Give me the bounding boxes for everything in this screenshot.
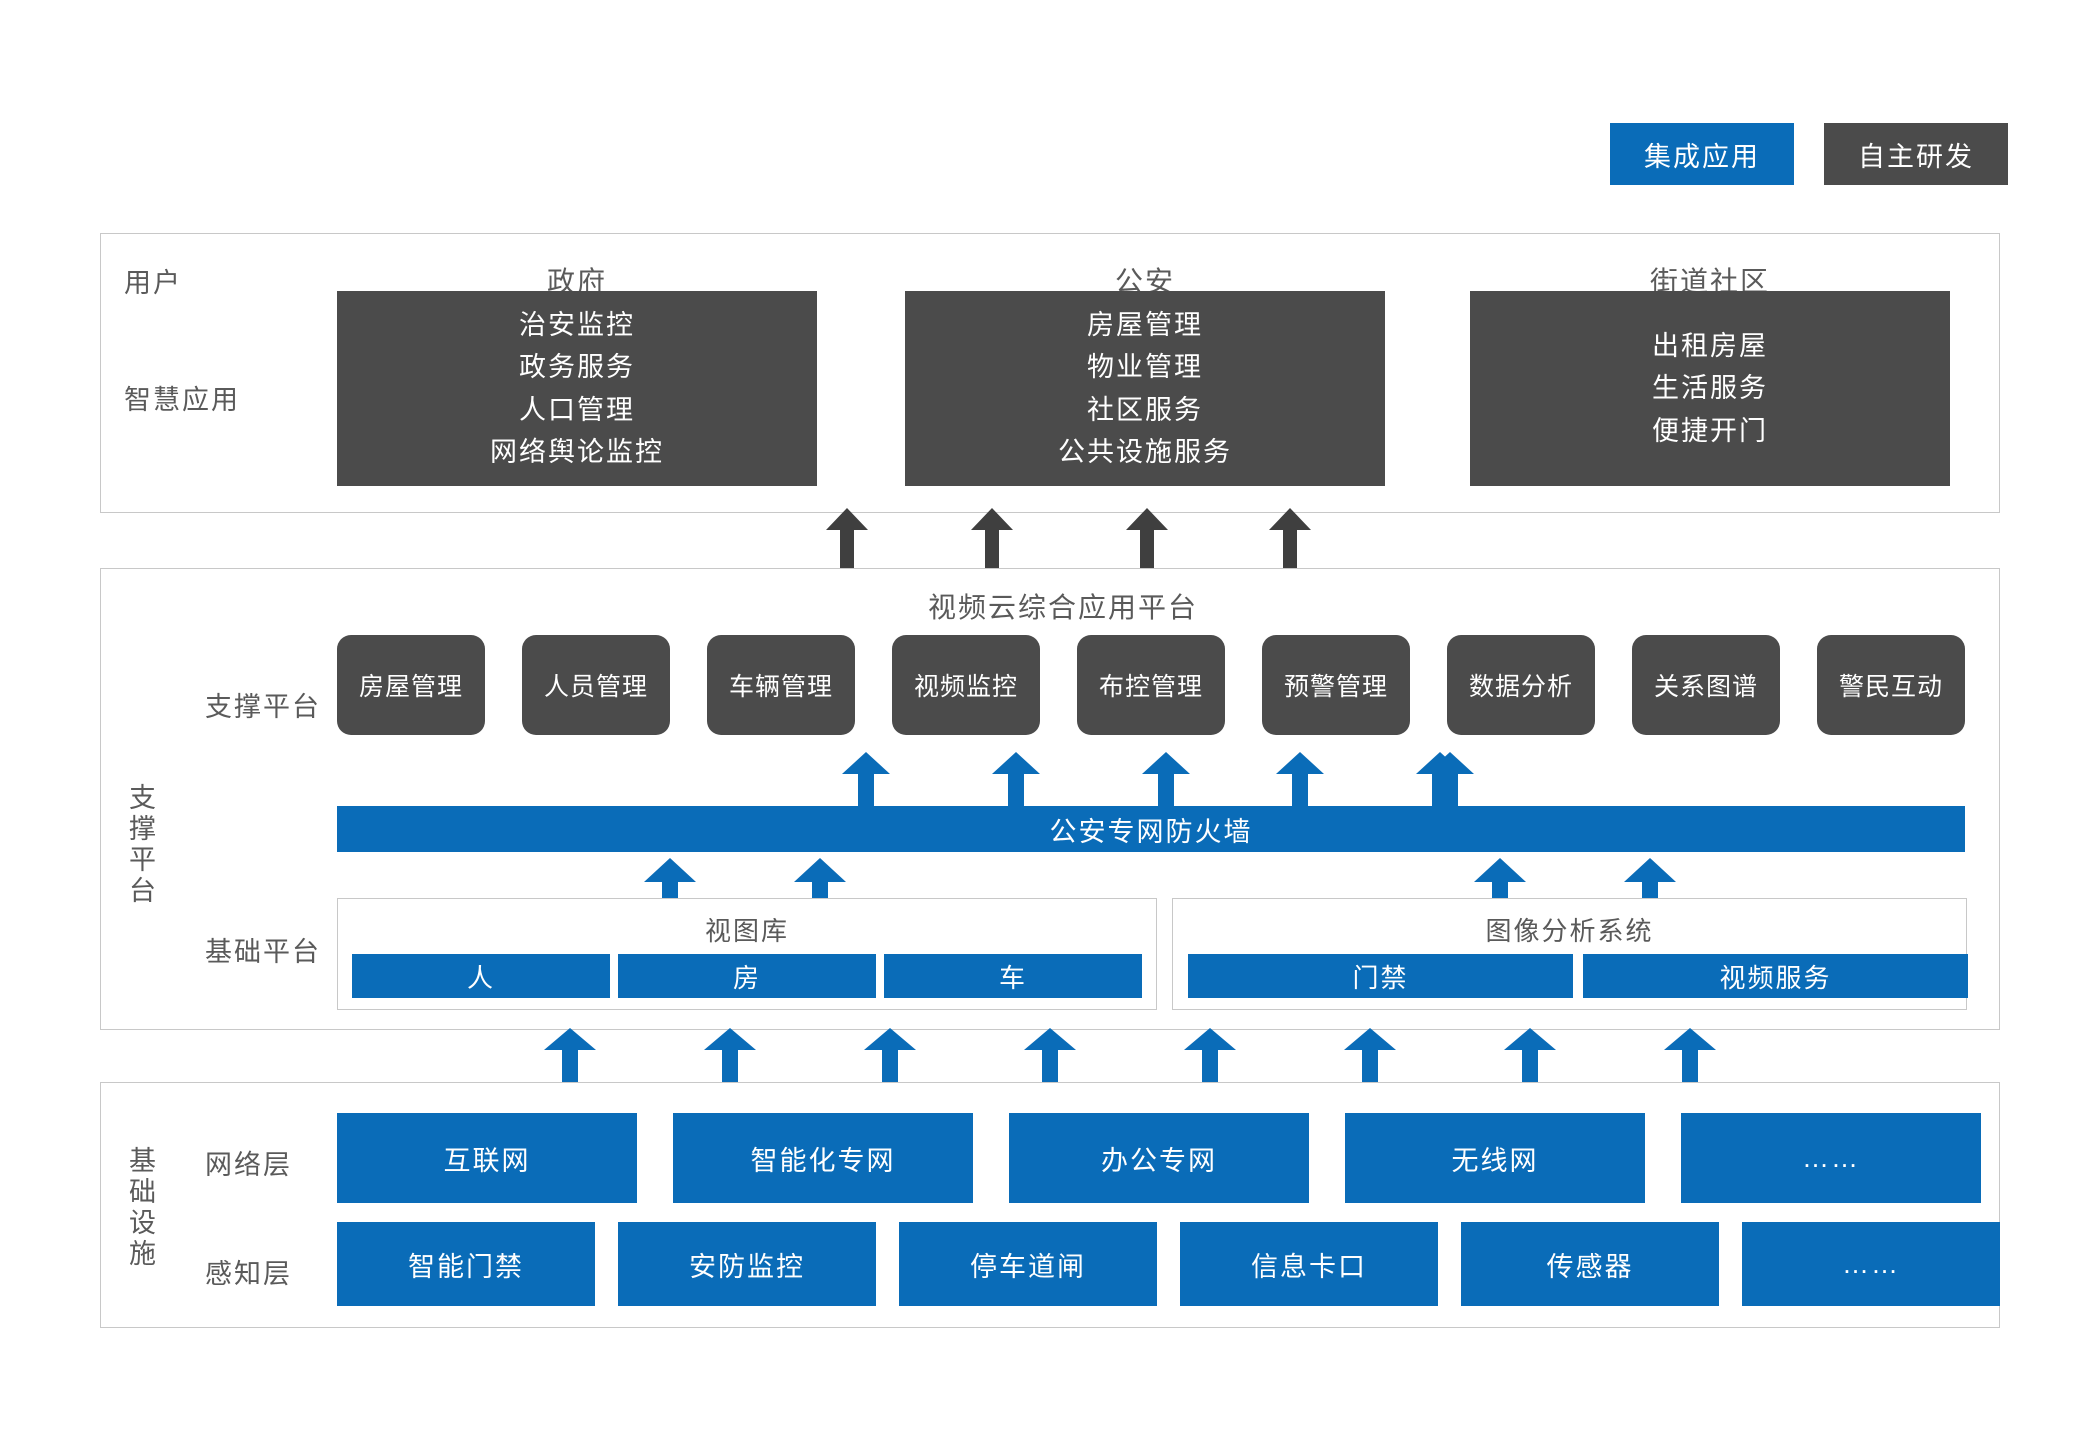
app-item-label: 人口管理 [519,394,635,425]
arrow-base-to-firewall-left [644,858,846,920]
side-label-support-platform: 支撑平台 [125,783,156,907]
network-layer-item-office-private-network[interactable]: 办公专网 [1009,1113,1309,1203]
base-item-person[interactable]: 人 [352,954,610,998]
base-item-house[interactable]: 房 [618,954,876,998]
legend-item-self-developed: 自主研发 [1824,123,2008,185]
row-label-support-platform: 支撑平台 [205,692,321,722]
base-item-video-service[interactable]: 视频服务 [1583,954,1968,998]
row-label-base-platform: 基础平台 [205,937,321,967]
legend: 集成应用 自主研发 [1610,123,2008,185]
perception-layer-item-smart-access-control[interactable]: 智能门禁 [337,1222,595,1306]
perception-layer-item-sensor[interactable]: 传感器 [1461,1222,1719,1306]
support-module-personnel[interactable]: 人员管理 [522,635,670,735]
support-module-vehicle[interactable]: 车辆管理 [707,635,855,735]
app-item-label: 网络舆论监控 [490,436,664,467]
network-layer-item-intelligent-private-network[interactable]: 智能化专网 [673,1113,973,1203]
arrow-firewall-to-modules [842,752,1464,810]
side-label-infrastructure: 基础设施 [125,1146,156,1270]
support-module-deployment-control[interactable]: 布控管理 [1077,635,1225,735]
app-item-label: 生活服务 [1652,373,1768,404]
arrow-base-to-firewall-right [1474,858,1676,920]
base-group-title-view-library: 视图库 [704,916,789,946]
app-group-street-community: 出租房屋 生活服务 便捷开门 [1470,291,1950,486]
base-item-access-control[interactable]: 门禁 [1188,954,1573,998]
app-group-government: 治安监控 政务服务 人口管理 网络舆论监控 [337,291,817,486]
row-label-user: 用户 [124,268,182,298]
network-layer-item-more[interactable]: …… [1681,1113,1981,1203]
app-item-label: 便捷开门 [1652,415,1768,446]
arrow-firewall-to-module-data-analysis [1426,752,1474,810]
support-module-data-analysis[interactable]: 数据分析 [1447,635,1595,735]
app-group-public-security: 房屋管理 物业管理 社区服务 公共设施服务 [905,291,1385,486]
app-item-label: 公共设施服务 [1058,436,1232,467]
app-item-label: 政务服务 [519,352,635,383]
app-item-label: 社区服务 [1087,394,1203,425]
base-group-title-image-analysis-system: 图像分析系统 [1485,916,1654,946]
perception-layer-item-security-surveillance[interactable]: 安防监控 [618,1222,876,1306]
network-layer-item-internet[interactable]: 互联网 [337,1113,637,1203]
support-module-housing[interactable]: 房屋管理 [337,635,485,735]
support-module-video-surveillance[interactable]: 视频监控 [892,635,1040,735]
perception-layer-item-more[interactable]: …… [1742,1222,2000,1306]
support-module-early-warning[interactable]: 预警管理 [1262,635,1410,735]
app-item-label: 物业管理 [1087,352,1203,383]
support-platform-title: 视频云综合应用平台 [928,592,1199,623]
row-label-smart-application: 智慧应用 [124,385,240,415]
base-item-vehicle[interactable]: 车 [884,954,1142,998]
arrow-infrastructure-to-base-platform [544,1028,1716,1084]
perception-layer-item-information-checkpoint[interactable]: 信息卡口 [1180,1222,1438,1306]
network-layer-item-wireless-network[interactable]: 无线网 [1345,1113,1645,1203]
app-item-label: 出租房屋 [1652,330,1768,361]
public-security-network-firewall: 公安专网防火墙 [337,806,1965,852]
app-item-label: 房屋管理 [1087,309,1203,340]
support-module-relationship-graph[interactable]: 关系图谱 [1632,635,1780,735]
row-label-perception-layer: 感知层 [205,1259,292,1289]
support-module-police-public-interaction[interactable]: 警民互动 [1817,635,1965,735]
arrow-platform-to-application [826,508,1311,568]
legend-item-integrated-application: 集成应用 [1610,123,1794,185]
perception-layer-item-parking-barrier[interactable]: 停车道闸 [899,1222,1157,1306]
row-label-network-layer: 网络层 [205,1150,292,1180]
app-item-label: 治安监控 [519,309,635,340]
